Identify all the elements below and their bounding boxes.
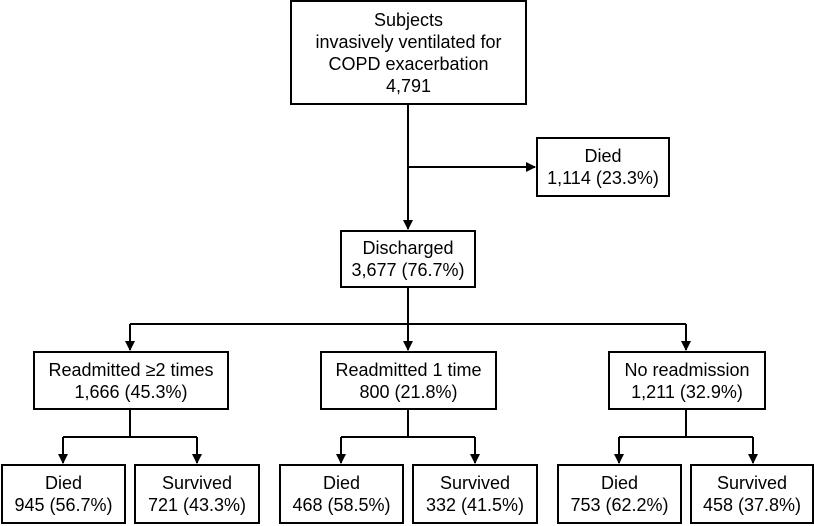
box-discharged: Discharged 3,677 (76.7%) [340, 230, 476, 288]
subjects-line-1: Subjects [373, 9, 444, 30]
discharged-label: Discharged [362, 238, 454, 258]
group-2-died-label: Died [322, 473, 361, 493]
group-2-label: Readmitted 1 time [335, 359, 482, 380]
subjects-count: 4,791 [385, 75, 432, 96]
group-3-label: No readmission [624, 359, 750, 380]
group-2-survived-value: 332 (41.5%) [425, 495, 525, 515]
box-no-readmission: No readmission 1,211 (32.9%) [608, 351, 766, 410]
discharged-value: 3,677 (76.7%) [351, 260, 465, 280]
box-group-2-survived: Survived 332 (41.5%) [412, 464, 538, 524]
died-initial-value: 1,114 (23.3%) [547, 168, 659, 188]
group-1-survived-value: 721 (43.3%) [147, 495, 247, 515]
box-group-2-died: Died 468 (58.5%) [279, 464, 404, 524]
group-3-died-label: Died [600, 473, 639, 493]
group-3-died-value: 753 (62.2%) [570, 495, 669, 515]
group-3-value: 1,211 (32.9%) [631, 381, 743, 402]
subjects-line-3: COPD exacerbation [328, 53, 489, 74]
box-readmitted-2-plus: Readmitted ≥2 times 1,666 (45.3%) [33, 351, 229, 410]
box-group-3-survived: Survived 458 (37.8%) [690, 464, 814, 524]
group-1-survived-label: Survived [161, 473, 233, 493]
group-2-survived-label: Survived [439, 473, 511, 493]
group-1-value: 1,666 (45.3%) [74, 381, 188, 402]
group-3-survived-value: 458 (37.8%) [702, 495, 802, 515]
box-group-1-died: Died 945 (56.7%) [1, 464, 126, 524]
group-2-value: 800 (21.8%) [359, 381, 458, 402]
group-1-died-value: 945 (56.7%) [14, 495, 113, 515]
box-subjects: Subjects invasively ventilated for COPD … [290, 0, 527, 105]
box-died-initial: Died 1,114 (23.3%) [536, 137, 670, 197]
box-readmitted-1: Readmitted 1 time 800 (21.8%) [320, 351, 497, 410]
subjects-line-2: invasively ventilated for [315, 31, 502, 52]
box-group-3-died: Died 753 (62.2%) [557, 464, 682, 524]
died-initial-label: Died [584, 146, 622, 166]
group-1-label: Readmitted ≥2 times [48, 359, 214, 380]
group-1-died-label: Died [44, 473, 83, 493]
group-2-died-value: 468 (58.5%) [292, 495, 391, 515]
group-3-survived-label: Survived [716, 473, 788, 493]
box-group-1-survived: Survived 721 (43.3%) [134, 464, 260, 524]
